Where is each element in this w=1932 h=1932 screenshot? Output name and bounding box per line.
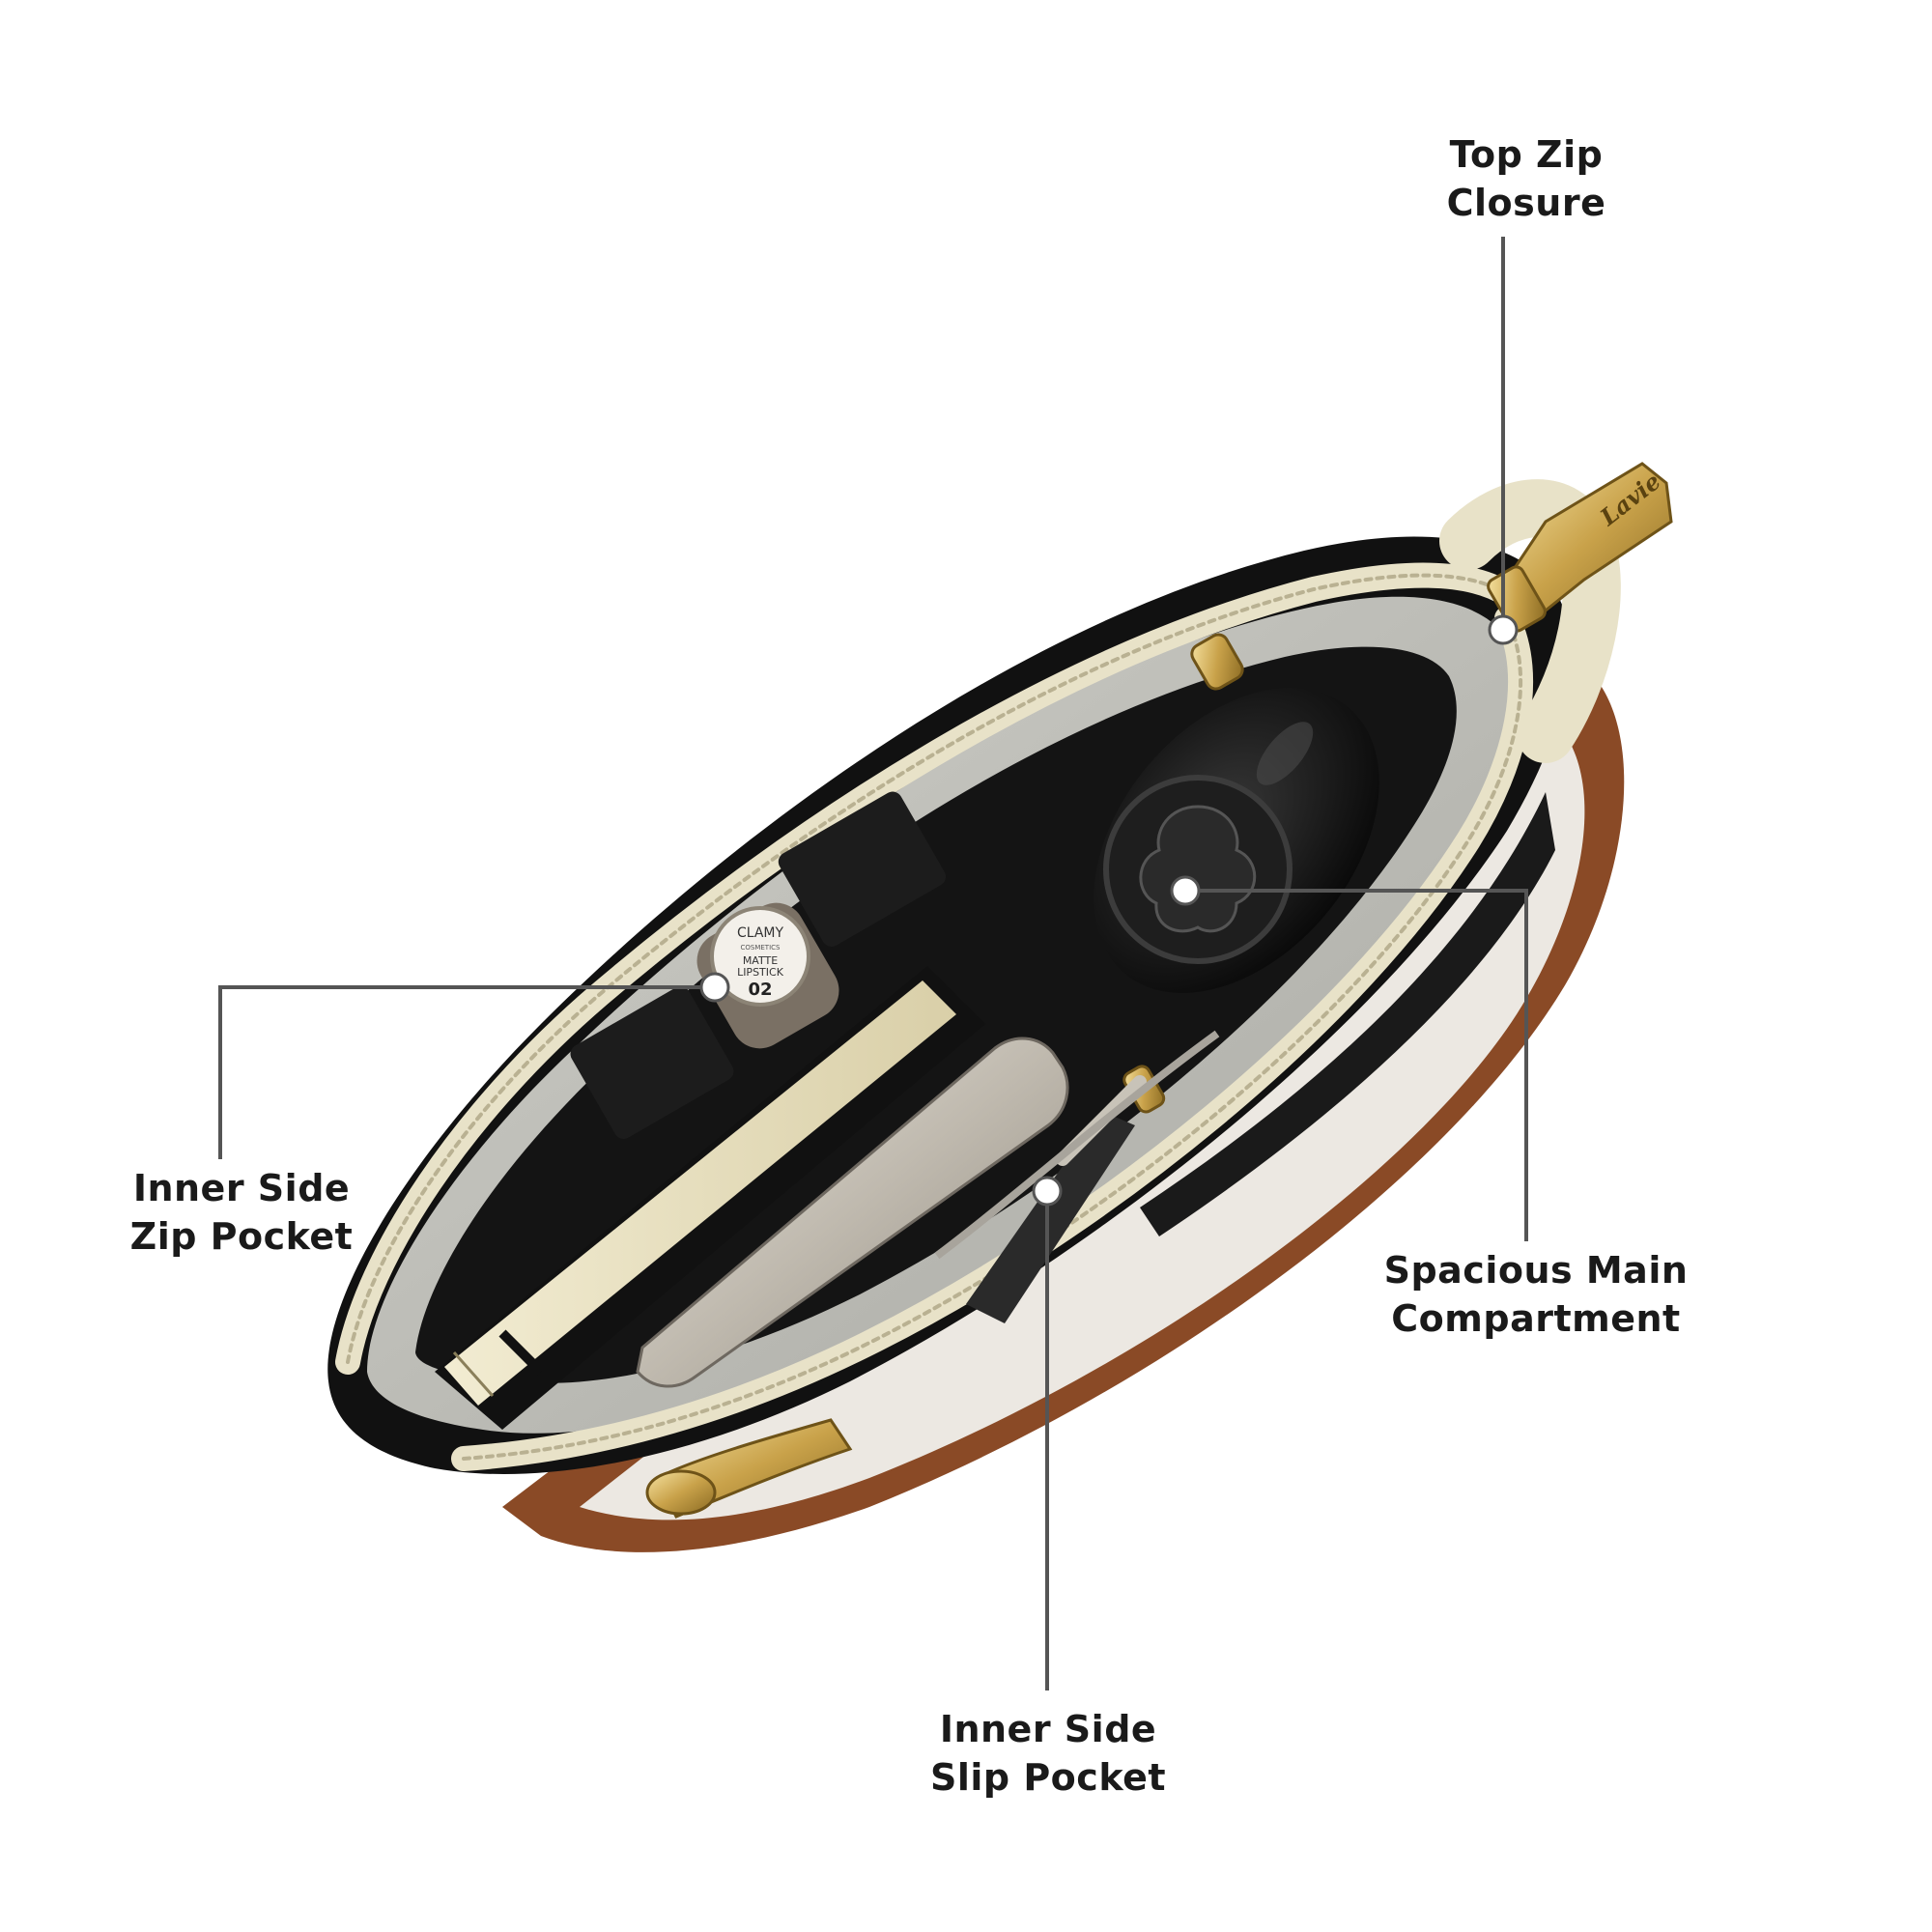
- dot-zip-pocket: [699, 972, 730, 1003]
- lipstick-line1: MATTE: [743, 954, 778, 967]
- lipstick-shade: 02: [748, 980, 772, 1000]
- zip-pull: Lavie: [1487, 462, 1673, 633]
- notebook: [435, 966, 985, 1430]
- callout-leader-lines: [218, 237, 1528, 1690]
- slip-pocket-items: [934, 1030, 1220, 1323]
- callout-slip-line1: Inner Side: [939, 1708, 1157, 1750]
- callout-main-line2: Compartment: [1391, 1297, 1681, 1340]
- dot-main: [1170, 875, 1201, 906]
- front-zip-pull: [645, 1418, 853, 1519]
- compact-mirror: [1094, 688, 1379, 993]
- callout-top-zip-line2: Closure: [1446, 182, 1606, 224]
- callout-inner-side-slip-pocket: Inner Side Slip Pocket: [898, 1705, 1198, 1802]
- leader-line-zip-pocket: [218, 985, 715, 1159]
- callout-inner-side-zip-pocket: Inner Side Zip Pocket: [97, 1164, 386, 1261]
- leader-line-main: [1185, 889, 1528, 1241]
- lipstick: CLAMY COSMETICS MATTE LIPSTICK 02: [696, 902, 839, 1049]
- callout-top-zip-closure: Top Zip Closure: [1381, 130, 1671, 227]
- callout-top-zip-line1: Top Zip: [1449, 133, 1604, 176]
- dot-top-zip: [1488, 614, 1519, 645]
- callout-zip-pocket-line1: Inner Side: [132, 1167, 351, 1209]
- lipstick-box-lower: [570, 986, 734, 1139]
- lipstick-box-upper: [778, 791, 947, 947]
- callout-dots: [699, 614, 1519, 1207]
- callout-spacious-main-compartment: Spacious Main Compartment: [1352, 1246, 1719, 1343]
- callout-main-line1: Spacious Main: [1383, 1249, 1689, 1292]
- dot-slip: [1032, 1176, 1063, 1207]
- phone: [636, 1037, 1069, 1388]
- lipstick-line2: LIPSTICK: [737, 966, 784, 979]
- lipstick-sub: COSMETICS: [741, 944, 781, 952]
- callout-slip-line2: Slip Pocket: [929, 1756, 1167, 1799]
- lipstick-brand: CLAMY: [737, 925, 784, 941]
- callout-zip-pocket-line2: Zip Pocket: [129, 1215, 354, 1258]
